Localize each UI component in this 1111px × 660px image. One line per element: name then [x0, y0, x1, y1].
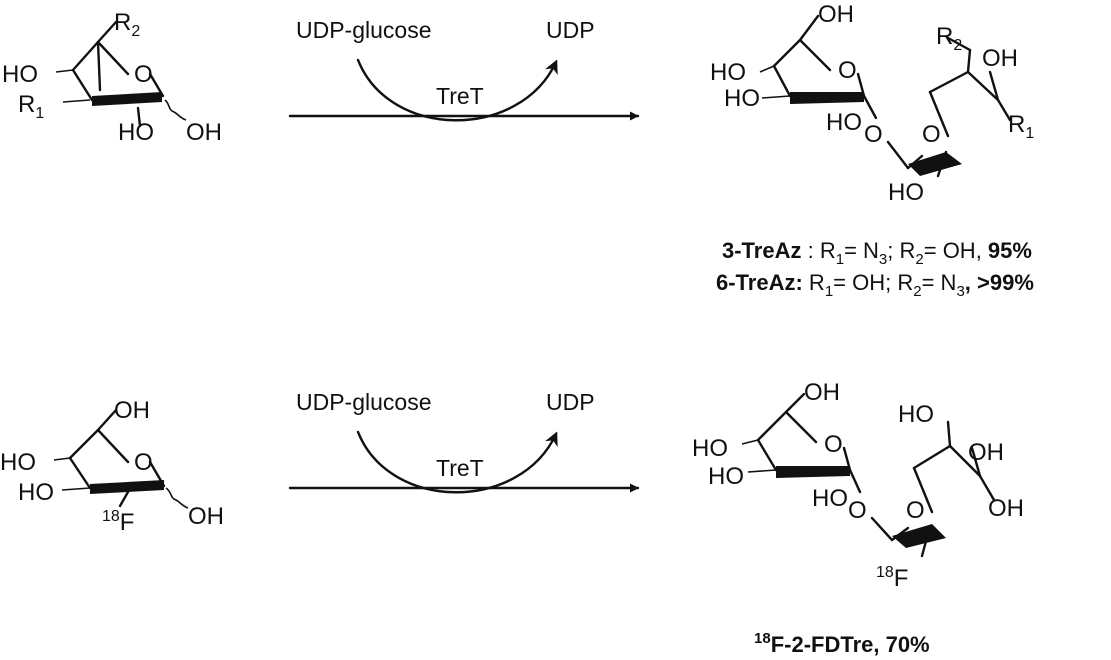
r1-label: R [18, 91, 35, 118]
r2-label: R [936, 23, 953, 50]
compound-name: 3-TreAz [722, 238, 801, 263]
r2-label: R [114, 9, 131, 36]
enzyme-tret: TreT [436, 83, 484, 109]
ho-3-label: HO [18, 479, 54, 506]
fluorine-18-label: 18F [102, 508, 134, 536]
r1-subscript: 1 [35, 105, 44, 122]
oh-label-b: OH [982, 45, 1018, 72]
ring-oxygen-b: O [922, 121, 941, 148]
ho-6b-label: HO [898, 401, 934, 428]
caption-6-treaz: 6-TreAz: R1= OH; R2= N3, >99% [716, 270, 1034, 300]
caption-18f-2-fdtre: 18F-2-FDTre, 70% [754, 630, 930, 657]
caption-3-treaz: 3-TreAz : R1= N3; R2= OH, 95% [722, 238, 1032, 268]
compound-name: F-2-FDTre, 70% [771, 632, 930, 657]
ring-oxygen: O [134, 61, 153, 88]
top-substrate: R2 O HO R1 HO OH [2, 9, 222, 146]
compound-name: 6-TreAz: [716, 270, 803, 295]
r2-subscript: 2 [131, 23, 140, 40]
top-reaction-arrow: UDP-glucose UDP TreT [288, 17, 640, 122]
ho-4-label: HO [692, 435, 728, 462]
yield: , >99% [965, 270, 1034, 295]
ring-oxygen-b: O [906, 497, 925, 524]
svg-text:R2: R2 [114, 9, 140, 40]
oh-4b-label: OH [968, 439, 1004, 466]
ho-3-label: HO [708, 463, 744, 490]
oh-1-label: OH [186, 119, 222, 146]
glycosidic-oxygen: O [848, 497, 867, 524]
r2-subscript: 2 [953, 37, 962, 54]
ho-2-label: HO [812, 485, 848, 512]
oh-1-label: OH [188, 503, 224, 530]
yield: 95% [988, 238, 1032, 263]
bottom-reaction-arrow: UDP-glucose UDP TreT [288, 389, 640, 494]
ring-oxygen-a: O [838, 57, 857, 84]
r1-label: R [1008, 111, 1025, 138]
glycosidic-oxygen: O [864, 121, 883, 148]
ring-oxygen: O [134, 449, 153, 476]
ho-4-label: HO [0, 449, 36, 476]
byproduct-udp: UDP [546, 17, 595, 43]
ho-label-b: HO [888, 179, 924, 206]
ho-4-label: HO [710, 59, 746, 86]
bottom-product: OH O HO HO HO O O HO OH OH 18F [692, 379, 1024, 592]
r1-subscript: 1 [1025, 125, 1034, 142]
oh-6-label: OH [804, 379, 840, 406]
svg-text:R2: R2 [936, 23, 962, 54]
ho-2-label: HO [118, 119, 154, 146]
oh-6-label: OH [818, 1, 854, 28]
ho-2-label: HO [826, 109, 862, 136]
reagent-udp-glucose: UDP-glucose [296, 17, 432, 43]
fluorine-18-label: 18F [876, 564, 908, 592]
byproduct-udp: UDP [546, 389, 595, 415]
enzyme-tret: TreT [436, 455, 484, 481]
svg-text:R1: R1 [1008, 111, 1034, 142]
oh-3b-label: OH [988, 495, 1024, 522]
oh-6-label: OH [114, 397, 150, 424]
ring-oxygen-a: O [824, 431, 843, 458]
svg-text:R1: R1 [18, 91, 44, 122]
top-product: OH O HO HO HO O O R2 OH R1 HO [710, 1, 1034, 206]
isotope-mass: 18 [754, 630, 771, 647]
reagent-udp-glucose: UDP-glucose [296, 389, 432, 415]
ho-3-label: HO [724, 85, 760, 112]
ho-4-label: HO [2, 61, 38, 88]
bottom-substrate: OH O HO HO 18F OH [0, 397, 224, 536]
isotope-mass: 18 [102, 508, 120, 525]
isotope-mass: 18 [876, 564, 894, 581]
